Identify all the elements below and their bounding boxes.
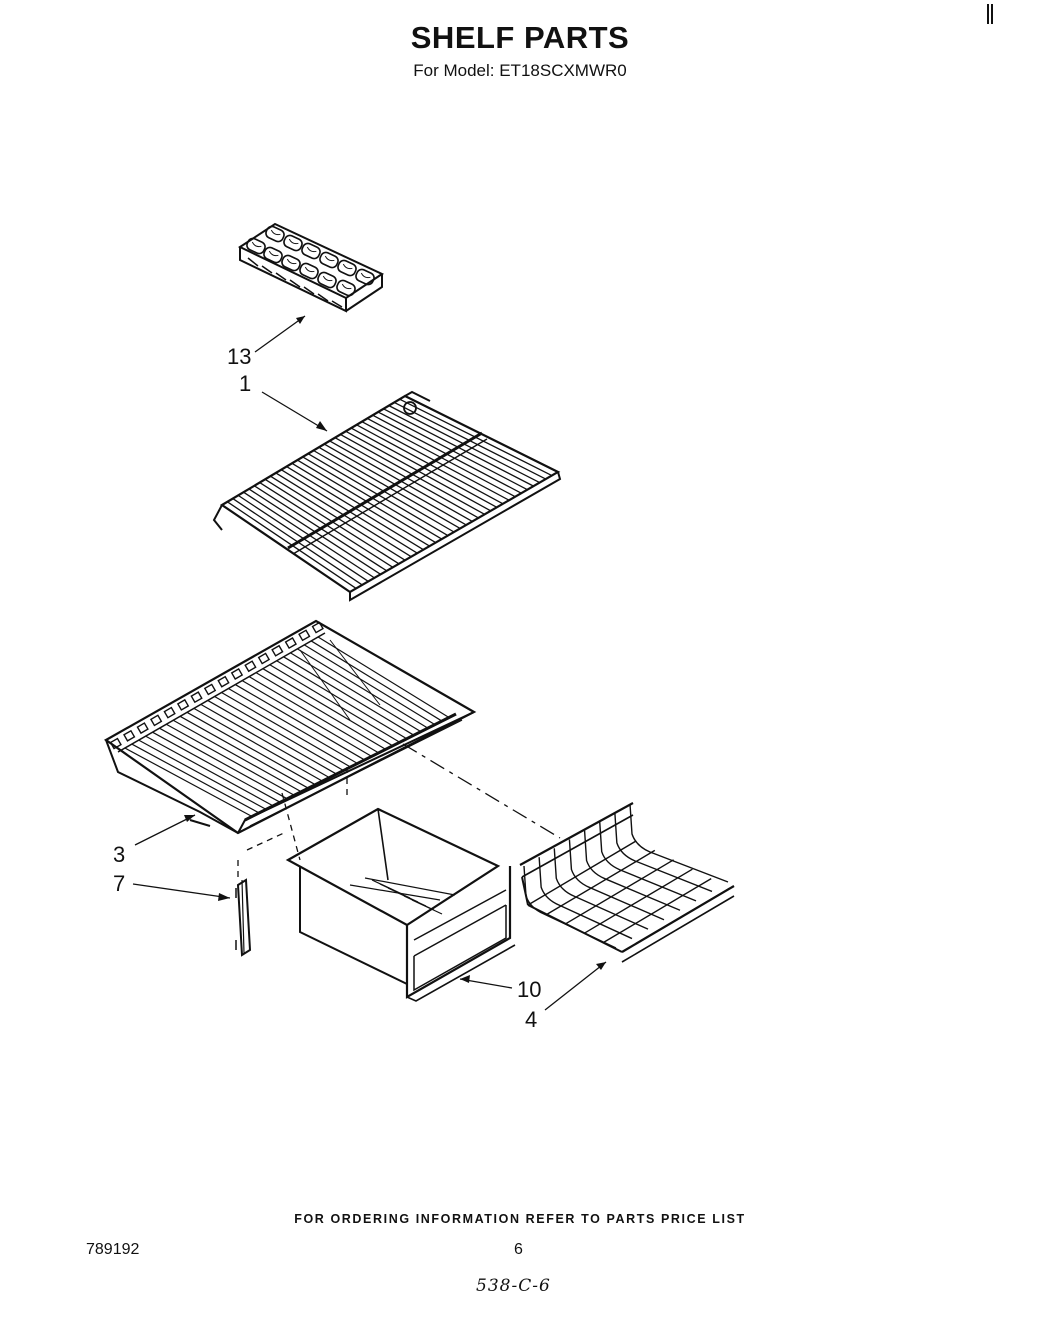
ordering-info-note: FOR ORDERING INFORMATION REFER TO PARTS … (294, 1212, 746, 1226)
page-number: 6 (514, 1241, 523, 1258)
leader-lines (132, 315, 607, 1011)
callout-4: 4 (525, 1007, 537, 1032)
callout-7: 7 (113, 871, 125, 896)
callout-13: 13 (227, 344, 251, 369)
callout-3: 3 (113, 842, 125, 867)
callout-1: 1 (239, 371, 251, 396)
margin-mark (987, 4, 993, 24)
wire-shelf-part (212, 390, 562, 602)
wire-basket-part (519, 802, 735, 963)
crisper-slide-part (235, 878, 252, 957)
crisper-drawer-part (285, 807, 516, 1002)
callout-10: 10 (517, 977, 541, 1002)
page-title: SHELF PARTS (410, 20, 630, 55)
document-number: 789192 (86, 1241, 140, 1258)
ice-cube-tray-part (237, 222, 385, 313)
handwritten-note: 538-C-6 (476, 1276, 551, 1296)
model-subtitle: For Model: ET18SCXMWR0 (413, 61, 627, 80)
crisper-cover-part (103, 619, 477, 835)
leader-arrowheads (184, 316, 606, 983)
